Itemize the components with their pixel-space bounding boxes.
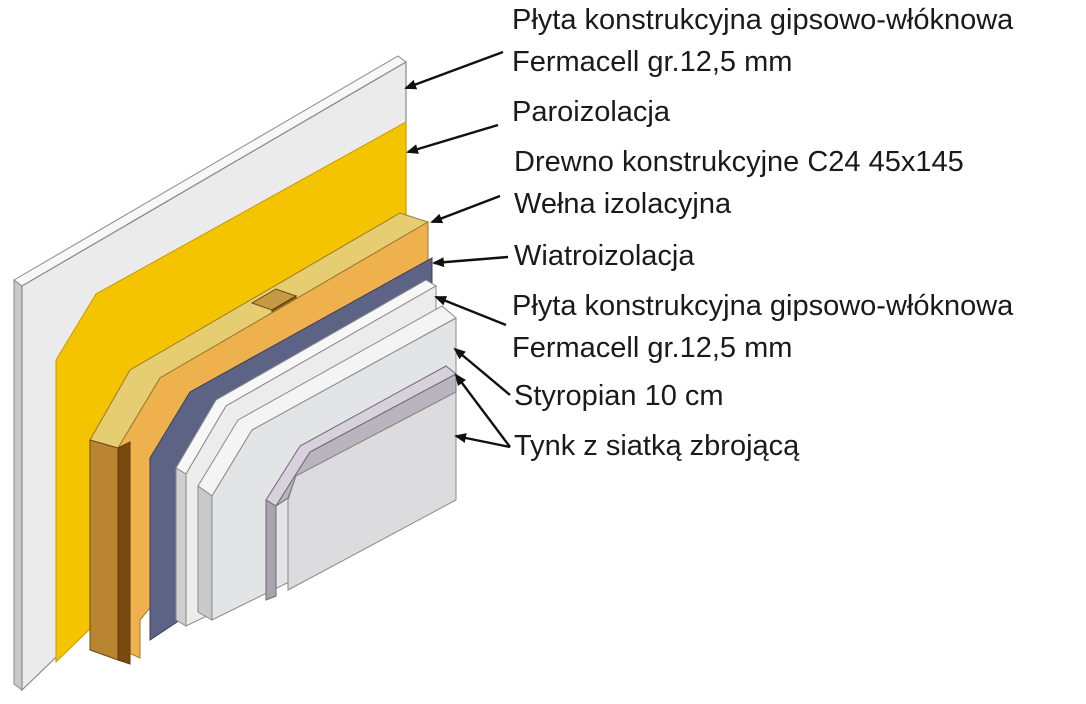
label-plate-inner-line2: Fermacell gr.12,5 mm — [512, 46, 793, 78]
arrow-wool — [430, 194, 501, 224]
label-wind-barrier: Wiatroizolacja — [514, 240, 695, 272]
label-plate-outer-line2: Fermacell gr.12,5 mm — [512, 332, 793, 364]
label-render: Tynk z siatką zbrojącą — [514, 430, 800, 462]
arrow-plate-outer — [434, 295, 507, 327]
arrow-plate-inner — [404, 50, 504, 90]
label-plate-inner-line1: Płyta konstrukcyjna gipsowo-włóknowa — [512, 4, 1014, 36]
arrow-render-1 — [454, 373, 511, 448]
label-plate-outer-line1: Płyta konstrukcyjna gipsowo-włóknowa — [512, 290, 1014, 322]
arrow-render-2 — [454, 433, 511, 449]
layer-render — [265, 365, 457, 601]
label-wool: Wełna izolacyjna — [514, 188, 732, 220]
arrow-wind-barrier — [432, 255, 509, 268]
leader-arrows — [404, 50, 511, 449]
label-vapor-barrier: Paroizolacja — [512, 96, 670, 128]
arrow-vapor-barrier — [406, 123, 499, 154]
label-timber: Drewno konstrukcyjne C24 45x145 — [514, 146, 964, 178]
arrow-eps — [453, 347, 511, 396]
label-eps: Styropian 10 cm — [514, 380, 724, 412]
